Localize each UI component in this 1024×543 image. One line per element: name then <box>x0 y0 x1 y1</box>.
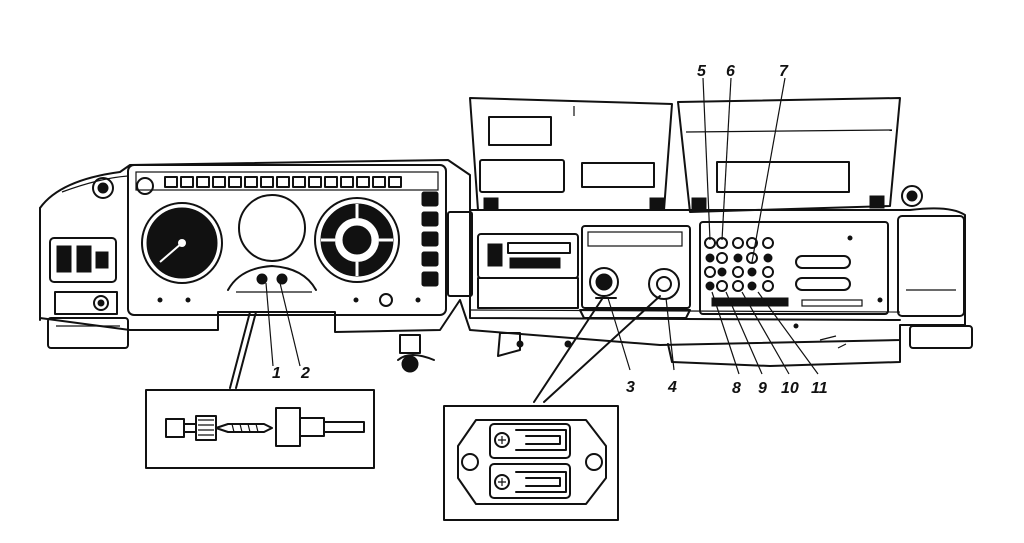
callout-10: 10 <box>781 380 799 397</box>
warning-lamp-strip <box>164 176 402 188</box>
glove-box-lid-left <box>469 97 673 211</box>
leader-lines <box>265 77 819 375</box>
center-connector-block <box>447 211 473 297</box>
central-relay-panel <box>579 225 691 319</box>
callout-11: 11 <box>811 380 828 397</box>
inset-bulb-detail <box>145 311 375 469</box>
callout-9: 9 <box>758 380 767 397</box>
left-switch-panel <box>47 177 129 349</box>
socket-4 <box>648 268 680 300</box>
left-vent-knob <box>92 177 114 199</box>
callout-4: 4 <box>667 379 677 396</box>
speedometer-gauge <box>141 202 223 284</box>
instrument-cluster <box>127 164 447 316</box>
fuse-grid <box>704 237 774 292</box>
inset-relay-detail <box>443 295 661 521</box>
callout-3: 3 <box>626 379 635 396</box>
callout-1: 1 <box>272 365 281 382</box>
fuse-panel <box>699 221 889 329</box>
steering-column <box>397 334 435 373</box>
center-clock-gauge <box>238 194 306 262</box>
callout-6: 6 <box>726 63 735 80</box>
cluster-side-buttons <box>421 191 439 287</box>
bulb-assembly <box>165 407 365 447</box>
glove-box-lid-right <box>677 97 901 213</box>
socket-3 <box>589 267 619 299</box>
right-dash-end <box>897 185 973 349</box>
callout-8: 8 <box>732 380 741 397</box>
callout-labels: 1 2 3 4 5 6 7 8 9 10 11 <box>272 63 828 397</box>
relay-connector <box>457 419 607 505</box>
tachometer-gauge <box>314 197 400 283</box>
callout-2: 2 <box>300 365 310 382</box>
callout-5: 5 <box>697 63 707 80</box>
callout-7: 7 <box>779 63 789 80</box>
lower-console <box>497 332 901 367</box>
radio-unit <box>477 233 579 309</box>
